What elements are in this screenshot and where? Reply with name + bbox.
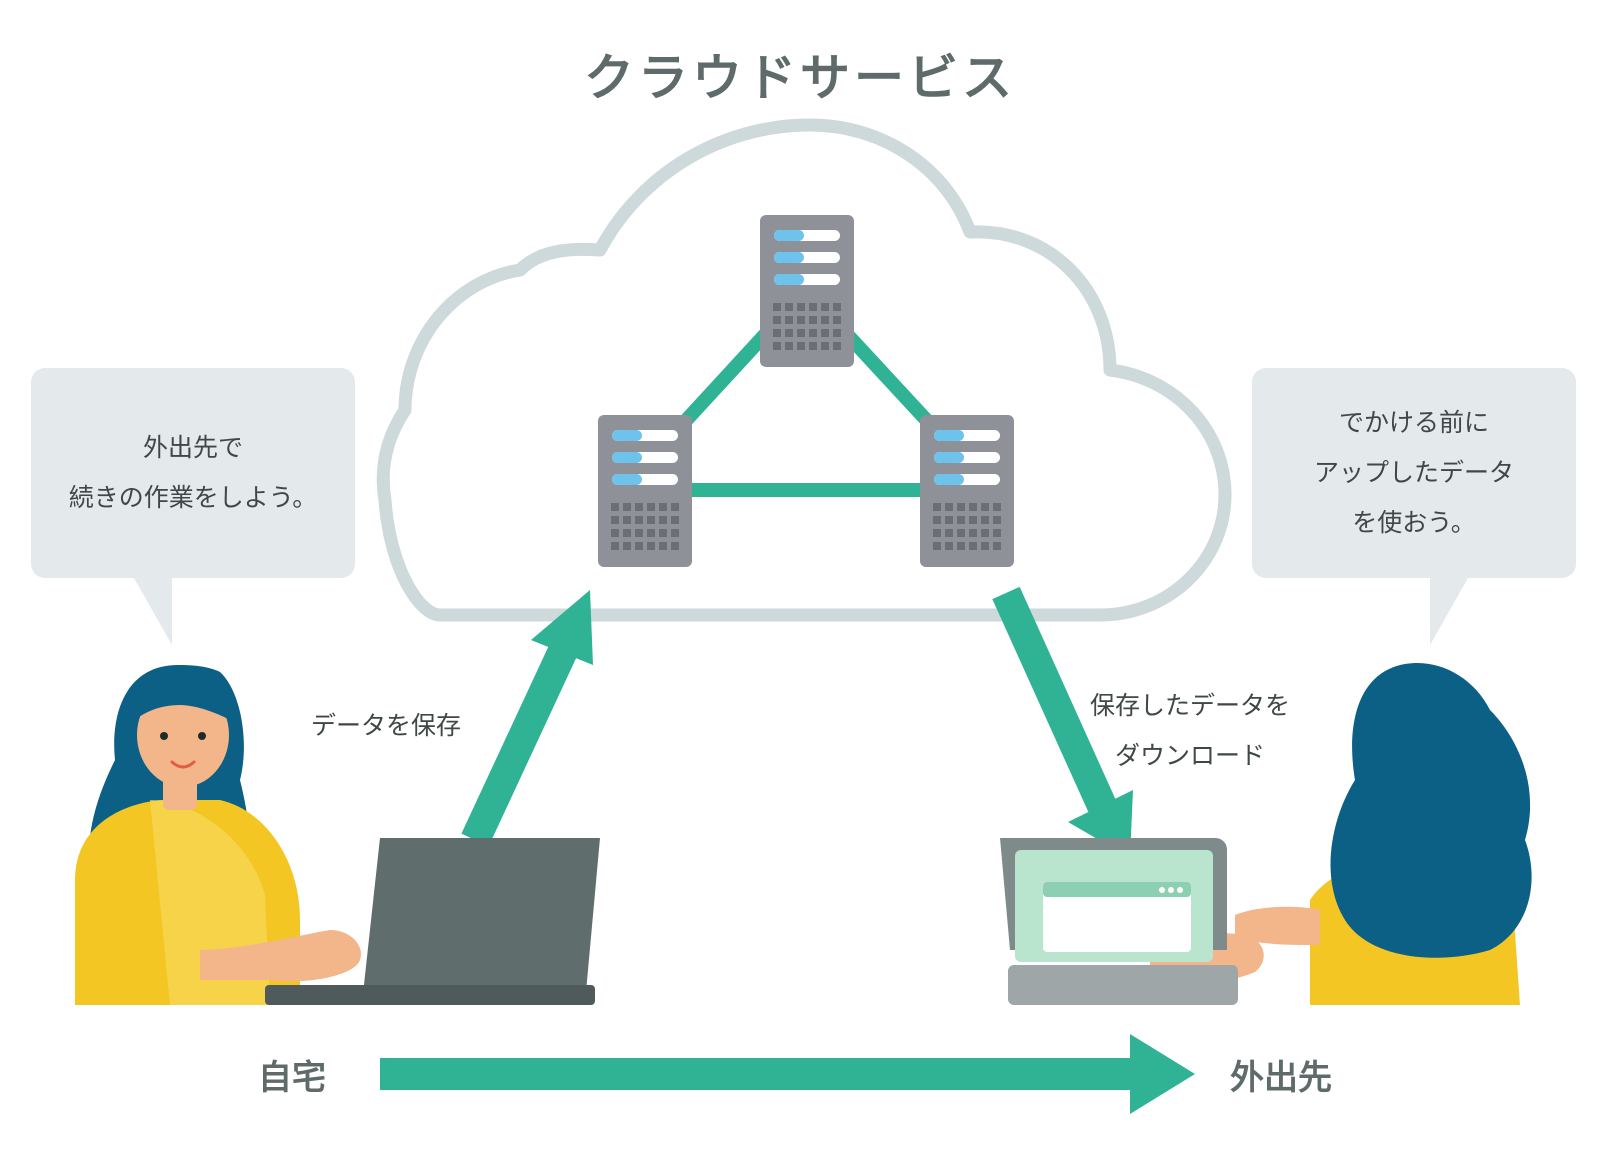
bubble-right-line: を使おう。 [1352,508,1476,537]
journey-arrow-icon [380,1034,1195,1114]
laptop-outside-icon [1000,838,1238,1005]
place-home-label: 自宅 [258,1058,326,1098]
upload-arrow-icon [461,590,593,847]
bubble-left-line: 続きの作業をしよう。 [68,483,318,512]
cloud-icon [376,118,1232,622]
upload-label: データを保存 [311,711,462,740]
server-icon [920,415,1014,567]
server-icon [760,215,854,367]
speech-bubble-right: でかける前に アップしたデータ を使おう。 [1252,368,1576,578]
speech-bubble-left: 外出先で 続きの作業をしよう。 [31,368,355,578]
person-home-icon [75,665,361,1005]
bubble-right-line: アップしたデータ [1313,458,1514,487]
laptop-home-icon [265,838,600,1005]
bubble-left-line: 外出先で [142,433,243,462]
place-outside-label: 外出先 [1230,1058,1332,1098]
download-label-line: 保存したデータを [1090,691,1291,720]
server-icon [598,415,692,567]
download-label-line: ダウンロード [1115,741,1266,770]
bubble-left-tail [134,578,172,645]
download-label: 保存したデータを ダウンロード [1090,681,1290,781]
bubble-right-line: でかける前に [1338,408,1489,437]
page-title: クラウドサービス [584,49,1016,107]
bubble-right-tail [1430,578,1468,645]
